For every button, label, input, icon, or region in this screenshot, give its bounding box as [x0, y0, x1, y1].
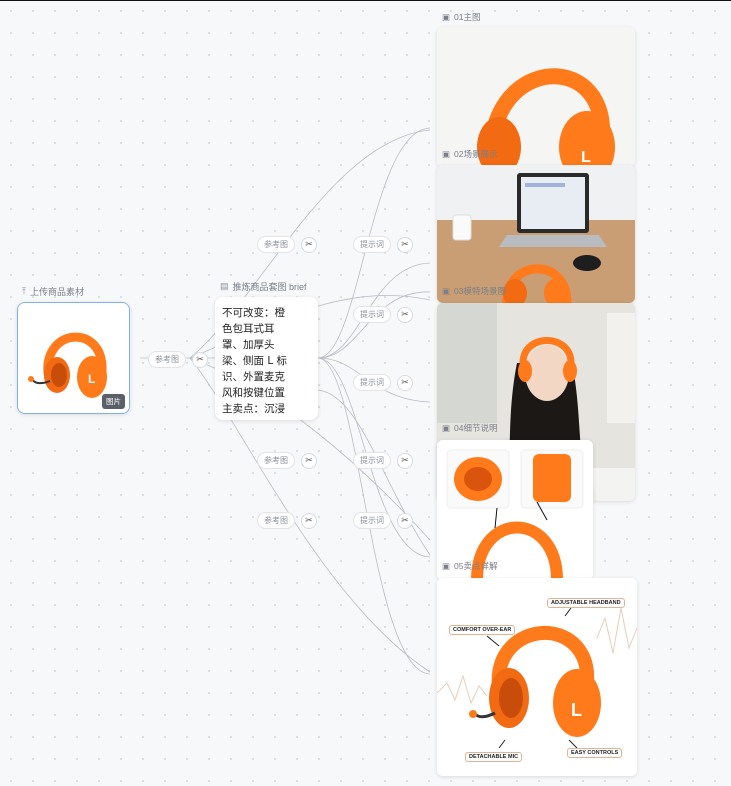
scissors-icon[interactable]: ✂: [301, 236, 317, 253]
document-icon: ▤: [220, 281, 229, 291]
card-05-selling-points[interactable]: L ADJUSTABLE HEADBAND COMFORT OVER-EAR D…: [437, 578, 637, 776]
selling-points-image: L: [437, 578, 637, 776]
card-02-scene[interactable]: [437, 165, 635, 303]
brief-node[interactable]: [215, 297, 318, 420]
card-04-detail[interactable]: [437, 440, 593, 580]
ref-pill-3[interactable]: 参考图 ✂: [257, 512, 317, 529]
ref-pill-1[interactable]: 参考图 ✂: [257, 236, 317, 253]
callout-controls: EASY CONTROLS: [567, 748, 623, 758]
image-icon: ▣: [442, 148, 451, 159]
image-icon: ▣: [442, 560, 451, 571]
scissors-icon[interactable]: ✂: [397, 306, 413, 323]
card-01-main[interactable]: L: [437, 27, 635, 167]
callout-ear: COMFORT OVER-EAR: [449, 625, 516, 635]
upload-icon: ⤒: [22, 286, 26, 296]
brief-text: 不可改变：橙 色包耳式耳 罩、加厚头 梁、侧面 L 标 识、外置麦克 风和按键位…: [222, 307, 288, 415]
svg-text:L: L: [581, 149, 591, 166]
svg-text:L: L: [88, 372, 95, 386]
scissors-icon[interactable]: ✂: [192, 351, 208, 368]
card-01-label: ▣ 01主图: [442, 11, 481, 23]
ref-pill-0[interactable]: 参考图 ✂: [148, 351, 208, 368]
prompt-pill-1[interactable]: 提示词 ✂: [353, 306, 413, 323]
card-04-label: ▣ 04细节说明: [442, 422, 498, 434]
scissors-icon[interactable]: ✂: [301, 452, 317, 469]
svg-text:L: L: [571, 700, 582, 720]
image-icon: ▣: [442, 11, 451, 22]
callout-mic: DETACHABLE MIC: [465, 752, 523, 762]
scissors-icon[interactable]: ✂: [397, 512, 413, 529]
upload-node[interactable]: L 图片: [17, 302, 130, 414]
prompt-pill-0[interactable]: 提示词 ✂: [353, 236, 413, 253]
scissors-icon[interactable]: ✂: [397, 236, 413, 253]
upload-node-label: ⤒ 上传商品素材: [22, 286, 84, 297]
headphone-main-image: L: [437, 27, 635, 167]
brief-node-label: ▤ 推炼商品套图 brief: [220, 281, 307, 292]
card-05-label: ▣ 05卖点详解: [442, 560, 498, 572]
prompt-pill-4[interactable]: 提示词 ✂: [353, 512, 413, 529]
ref-pill-2[interactable]: 参考图 ✂: [257, 452, 317, 469]
card-03-label: ▣ 03模特场景图: [442, 285, 506, 297]
card-02-label: ▣ 02场景展示: [442, 148, 498, 160]
prompt-pill-3[interactable]: 提示词 ✂: [353, 452, 413, 469]
scissors-icon[interactable]: ✂: [397, 452, 413, 469]
image-badge: 图片: [102, 394, 125, 409]
callout-headband: ADJUSTABLE HEADBAND: [547, 598, 625, 608]
scissors-icon[interactable]: ✂: [301, 512, 317, 529]
scissors-icon[interactable]: ✂: [397, 374, 413, 391]
image-icon: ▣: [442, 422, 451, 433]
desk-scene-image: [437, 165, 635, 303]
image-icon: ▣: [442, 285, 451, 296]
top-border: [0, 0, 731, 1]
detail-image: [437, 440, 593, 580]
prompt-pill-2[interactable]: 提示词 ✂: [353, 374, 413, 391]
